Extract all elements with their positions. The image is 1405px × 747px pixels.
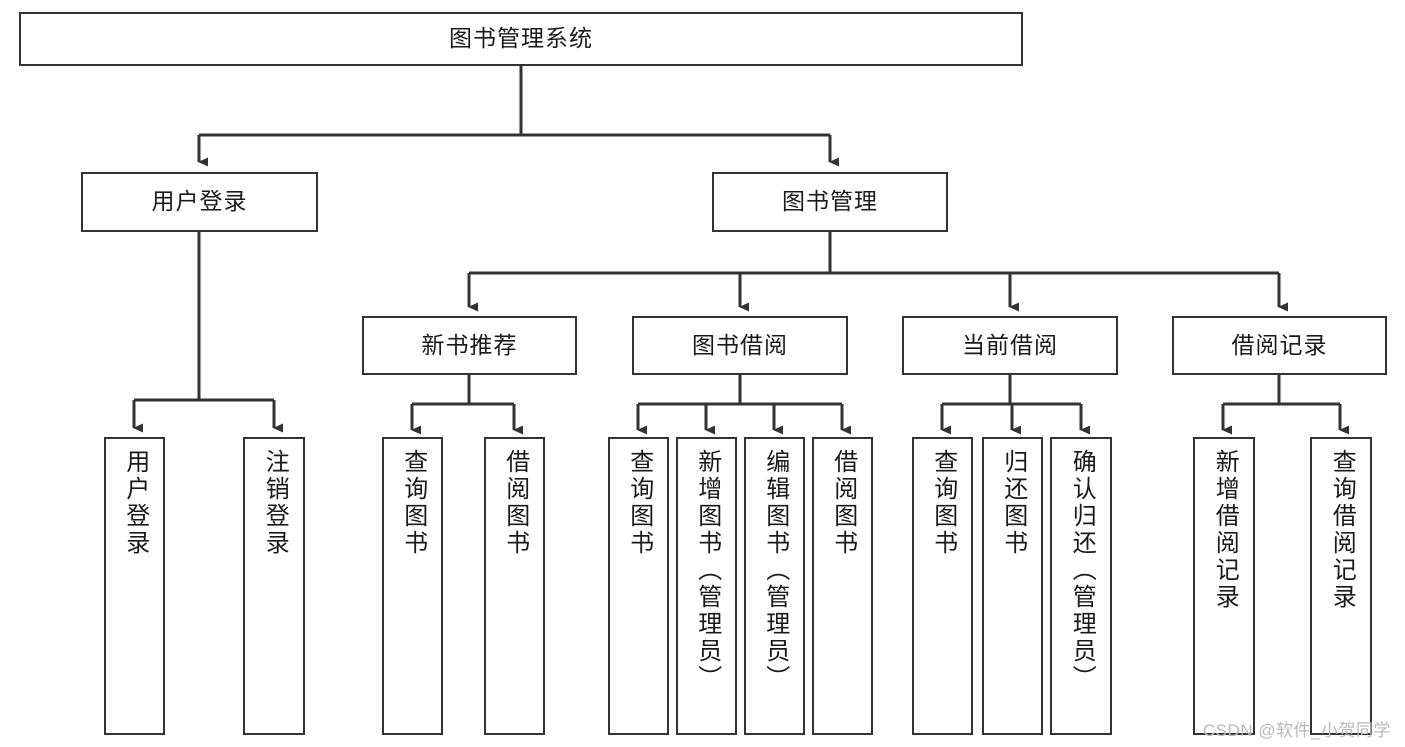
node-label: 用户登录 <box>151 188 248 215</box>
node-label: 借阅图书 <box>501 449 529 557</box>
node-label: 当前借阅 <box>962 331 1058 358</box>
leaf-book-borrow-query-books[interactable]: 查询图书 <box>608 437 669 735</box>
node-label: 借阅记录 <box>1231 331 1328 358</box>
node-label: 查询图书 <box>399 449 427 557</box>
node-label: 注销登录 <box>261 449 289 557</box>
node-label: 图书管理系统 <box>449 25 593 52</box>
node-label: 用户登录 <box>121 449 149 557</box>
node-label: 新增借阅记录 <box>1211 449 1239 611</box>
node-label: 归还图书 <box>999 449 1027 557</box>
node-label: 查询图书 <box>929 449 957 557</box>
node-book-borrow[interactable]: 图书借阅 <box>632 316 848 375</box>
node-label: 图书管理 <box>782 188 878 215</box>
leaf-book-borrow-borrow-books[interactable]: 借阅图书 <box>812 437 873 735</box>
node-new-book-recommend[interactable]: 新书推荐 <box>362 316 577 375</box>
leaf-book-borrow-edit-book-admin[interactable]: 编辑图书（管理员） <box>744 437 805 735</box>
node-borrow-record[interactable]: 借阅记录 <box>1172 316 1387 375</box>
leaf-borrow-record-query-record[interactable]: 查询借阅记录 <box>1310 437 1372 735</box>
leaf-current-borrow-return-books[interactable]: 归还图书 <box>982 437 1043 735</box>
node-root-book-management-system[interactable]: 图书管理系统 <box>19 12 1023 66</box>
csdn-watermark: CSDN @软件_小贺同学 <box>1202 721 1391 740</box>
node-label: 查询图书 <box>625 449 653 557</box>
leaf-borrow-record-add-record[interactable]: 新增借阅记录 <box>1193 437 1255 735</box>
node-label: 编辑图书（管理员） <box>761 449 789 692</box>
node-label: 查询借阅记录 <box>1328 449 1356 611</box>
leaf-book-borrow-add-book-admin[interactable]: 新增图书（管理员） <box>676 437 737 735</box>
node-current-borrow[interactable]: 当前借阅 <box>902 316 1118 375</box>
leaf-current-borrow-query-books[interactable]: 查询图书 <box>912 437 973 735</box>
node-label: 新书推荐 <box>421 331 518 358</box>
node-label: 借阅图书 <box>829 449 857 557</box>
leaf-current-borrow-confirm-return-admin[interactable]: 确认归还（管理员） <box>1050 437 1112 735</box>
node-label: 新增图书（管理员） <box>693 449 721 692</box>
leaf-new-book-borrow-books[interactable]: 借阅图书 <box>484 437 545 735</box>
leaf-user-login[interactable]: 用户登录 <box>104 437 165 735</box>
leaf-user-logout[interactable]: 注销登录 <box>243 437 305 735</box>
leaf-new-book-query-books[interactable]: 查询图书 <box>382 437 443 735</box>
node-label: 图书借阅 <box>692 331 788 358</box>
node-label: 确认归还（管理员） <box>1068 449 1096 692</box>
node-book-management[interactable]: 图书管理 <box>712 172 948 232</box>
node-user-login[interactable]: 用户登录 <box>81 172 318 232</box>
